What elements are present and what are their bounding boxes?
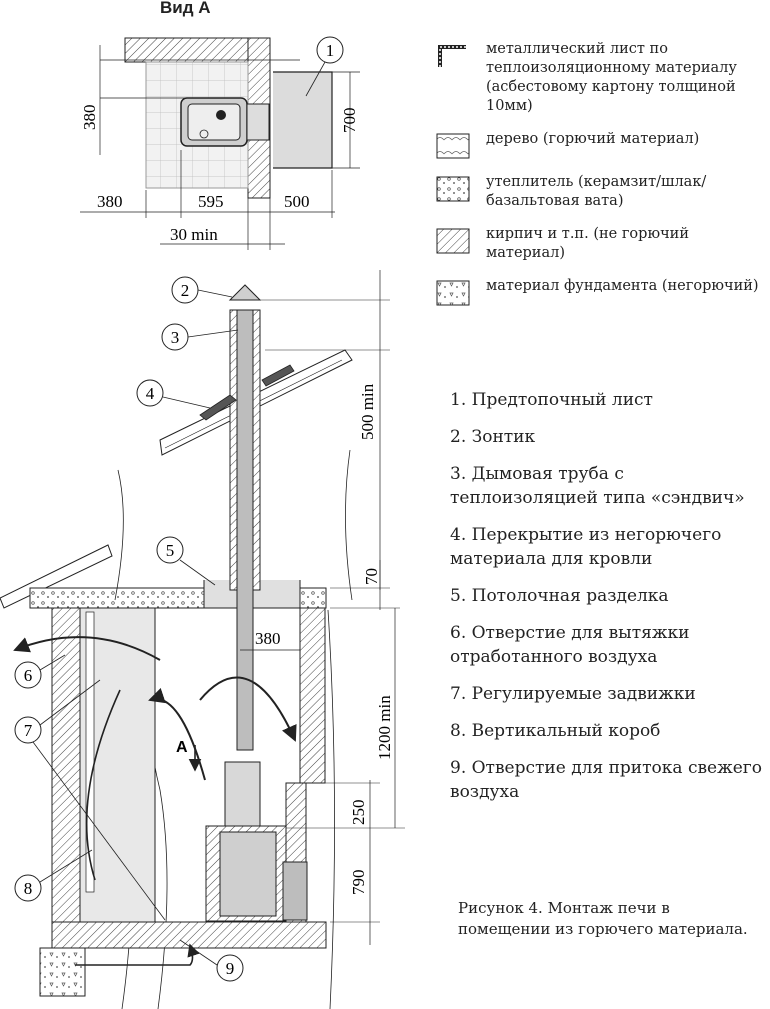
callout-6	[14, 661, 42, 689]
list-item: 3. Дымовая труба с теплоизоляцией типа «…	[450, 464, 745, 508]
legend-text-sheet: металлический лист по теплоизоляционному…	[486, 41, 737, 114]
callout-1	[316, 36, 344, 64]
chimney-cap	[228, 284, 262, 301]
callout-7-label: 7	[24, 721, 33, 740]
component-list: 1. Предтопочный лист 2. Зонтик 3. Дымова…	[450, 388, 765, 817]
callout-1-label: 1	[326, 41, 335, 60]
plan-view	[80, 36, 360, 250]
dim-1200-min: 1200 min	[375, 695, 394, 760]
list-item: 5. Потолочная разделка	[450, 586, 669, 606]
callout-9-label: 9	[226, 959, 235, 978]
list-item: 9. Отверстие для притока свежего воздуха	[450, 758, 762, 802]
floor	[51, 921, 327, 949]
roof-left	[0, 544, 113, 609]
legend-item-wood: дерево (горючий материал)	[436, 130, 766, 159]
callout-2-label: 2	[181, 281, 190, 300]
legend-text-insulation: утеплитель (керамзит/шлак/ базальтовая в…	[486, 174, 707, 209]
dim-250: 250	[349, 800, 368, 826]
dim-380-section: 380	[255, 629, 281, 648]
callout-4	[136, 379, 164, 407]
callout-5	[156, 536, 184, 564]
legend-item-sheet: металлический лист по теплоизоляционному…	[436, 40, 766, 116]
view-a-title: Вид А	[160, 0, 211, 17]
wood-icon	[436, 133, 470, 159]
legend-text-brick: кирпич и т.п. (не горючий материал)	[486, 226, 689, 261]
legend-item-foundation: материал фундамента (негорючий)	[436, 277, 766, 306]
dim-700: 700	[340, 108, 359, 134]
list-item: 7. Регулируемые задвижки	[450, 684, 696, 704]
stove-body	[219, 831, 277, 917]
legend-text-foundation: материал фундамента (негорючий)	[486, 278, 759, 294]
list-item: 8. Вертикальный короб	[450, 721, 661, 741]
list-item: 6. Отверстие для вытяжки отработанного в…	[450, 623, 690, 667]
callout-3-label: 3	[171, 328, 180, 347]
installation-drawing: 380 700 380 595 500 30 min 1	[0, 36, 405, 1009]
chimney-pipe	[236, 309, 254, 751]
callout-7	[14, 716, 42, 744]
dim-30-min: 30 min	[170, 225, 218, 244]
list-item: 1. Предтопочный лист	[450, 390, 653, 410]
section-view	[0, 270, 405, 1009]
dim-500-min: 500 min	[358, 383, 377, 440]
dim-70: 70	[362, 568, 381, 585]
callout-9	[216, 954, 244, 982]
legend-text-wood: дерево (горючий материал)	[486, 131, 700, 147]
list-item: 4. Перекрытие из негорючего материала дл…	[450, 525, 722, 569]
dim-500: 500	[284, 192, 310, 211]
view-a-marker: А	[176, 739, 188, 756]
dim-380-bottom: 380	[97, 192, 123, 211]
foundation	[39, 947, 86, 997]
foundation-icon	[436, 280, 470, 306]
list-item: 2. Зонтик	[450, 427, 536, 447]
dim-790: 790	[349, 870, 368, 896]
dim-380-left: 380	[80, 105, 99, 131]
legend-item-brick: кирпич и т.п. (не горючий материал)	[436, 225, 766, 263]
stove-tank	[224, 761, 261, 827]
callout-6-label: 6	[24, 666, 33, 685]
right-brick-wall	[299, 607, 326, 784]
callout-4-label: 4	[146, 384, 155, 403]
insulation-icon	[436, 176, 470, 202]
legend-item-insulation: утеплитель (керамзит/шлак/ базальтовая в…	[436, 173, 766, 211]
sheet-icon	[438, 45, 466, 67]
left-brick-wall	[51, 607, 81, 949]
callout-8-label: 8	[24, 879, 33, 898]
figure-caption: Рисунок 4. Монтаж печи в помещении из го…	[458, 899, 748, 938]
legend: металлический лист по теплоизоляционному…	[436, 40, 766, 320]
plan-chimney	[216, 110, 226, 120]
brick-icon	[436, 228, 470, 254]
callout-8	[14, 874, 42, 902]
callout-5-label: 5	[166, 541, 175, 560]
dim-595: 595	[198, 192, 224, 211]
plan-fire-sheet	[273, 71, 333, 169]
